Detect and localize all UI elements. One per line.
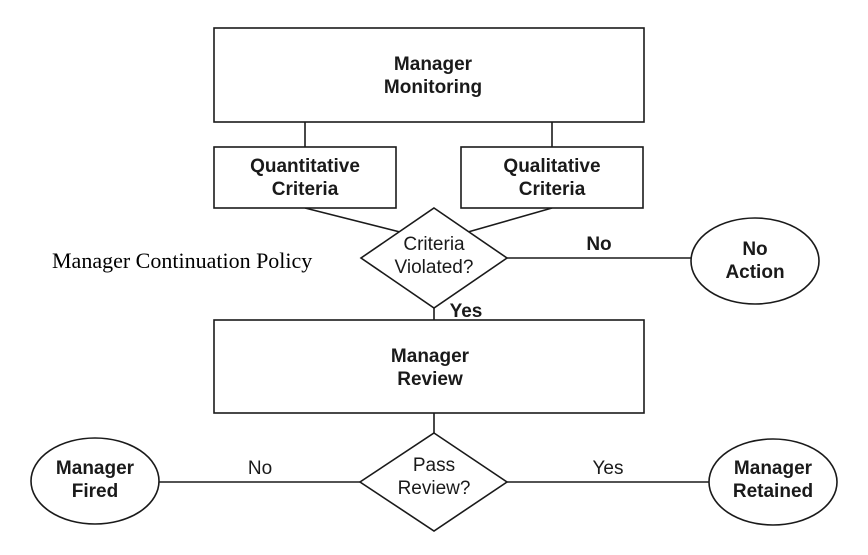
no-action-label-line1: No: [742, 239, 767, 260]
manager-review-box: [213, 319, 645, 414]
pass-review-label-line2: Review?: [398, 478, 471, 499]
manager-retained-label-line1: Manager: [734, 458, 813, 479]
review-yes-label: Yes: [593, 458, 624, 479]
manager-fired-label-line1: Manager: [56, 458, 135, 479]
criteria-violated-diamond: [359, 207, 509, 309]
violated-no-label: No: [586, 234, 611, 255]
monitoring-label-line2: Monitoring: [384, 77, 482, 98]
monitoring-label-line1: Manager: [394, 54, 473, 75]
qualitative-criteria-box: [460, 146, 644, 209]
criteria-violated-label-line2: Violated?: [395, 257, 474, 278]
manager-retained-label-line2: Retained: [733, 481, 813, 502]
quantitative-label-line1: Quantitative: [250, 156, 360, 177]
manager-fired-label-line2: Fired: [72, 481, 118, 502]
monitoring-box: [213, 27, 645, 123]
connector-quantitative-decision: [304, 207, 401, 233]
review-no-label: No: [248, 458, 272, 479]
no-action-label-line2: Action: [725, 262, 784, 283]
qualitative-label-line2: Criteria: [519, 179, 586, 200]
quantitative-label-line2: Criteria: [272, 179, 339, 200]
manager-retained-ellipse: [708, 438, 838, 526]
connector-qualitative-decision: [467, 207, 553, 233]
manager-fired-ellipse: [30, 437, 160, 525]
manager-review-label-line1: Manager: [391, 346, 470, 367]
pass-review-diamond: [358, 432, 509, 532]
quantitative-criteria-box: [213, 146, 397, 209]
criteria-violated-label-line1: Criteria: [403, 234, 465, 255]
diagram-caption: Manager Continuation Policy: [52, 248, 312, 273]
violated-yes-label: Yes: [450, 301, 483, 322]
qualitative-label-line1: Qualitative: [503, 156, 600, 177]
manager-review-label-line2: Review: [397, 369, 463, 390]
no-action-ellipse: [690, 217, 820, 305]
pass-review-label-line1: Pass: [413, 455, 455, 476]
